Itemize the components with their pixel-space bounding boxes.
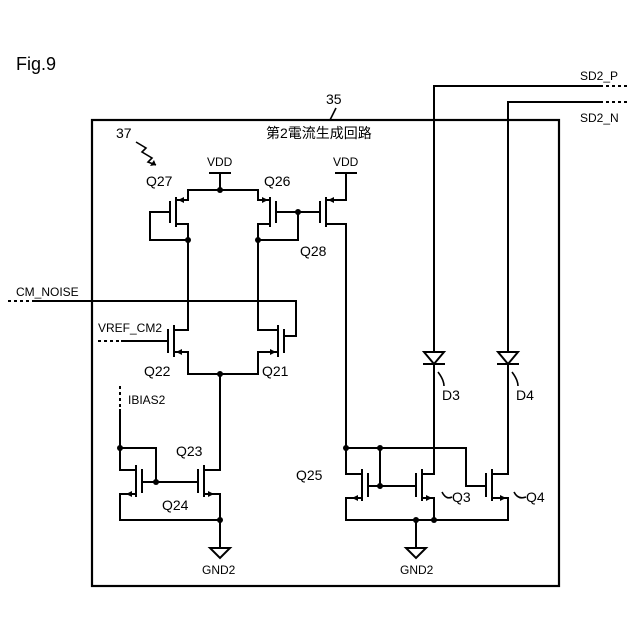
q22-arrow [176, 349, 182, 355]
q25-rail-node [377, 445, 383, 451]
q3-ground-node [431, 517, 437, 523]
d3-leader [438, 372, 444, 386]
q24-arrow [126, 491, 132, 497]
q24-label: Q24 [162, 497, 189, 513]
block-title: 第2電流生成回路 [266, 125, 372, 141]
gnd-left-label: GND2 [202, 563, 236, 577]
vdd-left-label: VDD [207, 155, 233, 169]
q4-label: Q4 [526, 489, 545, 505]
vref-label: VREF_CM2 [98, 321, 162, 335]
q28-arrow [328, 197, 334, 203]
q23-arrow [208, 491, 214, 497]
q26-gate-node [295, 209, 301, 215]
cm-noise-label: CM_NOISE [16, 285, 79, 299]
d3-label: D3 [442, 387, 460, 403]
q27-label: Q27 [146, 173, 173, 189]
right-ground-symbol [406, 548, 426, 558]
d3-body [424, 352, 444, 364]
q3-label: Q3 [452, 489, 471, 505]
d4-label: D4 [516, 387, 534, 403]
left-ground-symbol [210, 548, 230, 558]
d4-body [498, 352, 518, 364]
block-number-leader [330, 108, 336, 120]
q21-label: Q21 [262, 363, 289, 379]
d4-leader [512, 372, 518, 386]
q3-leader [442, 492, 452, 498]
sd2-n-label: SD2_N [580, 111, 619, 125]
vdd-right-label: VDD [333, 155, 359, 169]
q3-arrow [426, 495, 432, 501]
q4-arrow [500, 495, 506, 501]
gnd-right-label: GND2 [400, 563, 434, 577]
ibias-label: IBIAS2 [128, 393, 166, 407]
q26-arrow [262, 197, 268, 203]
figure-label: Fig.9 [16, 54, 56, 74]
subcircuit-ref: 37 [116, 125, 132, 141]
q23-label: Q23 [176, 443, 203, 459]
q25-arrow [352, 495, 358, 501]
q4-leader [514, 492, 526, 498]
q22-label: Q22 [144, 363, 171, 379]
q21-arrow [270, 349, 276, 355]
vdd-left-node [217, 187, 223, 193]
block-number: 35 [326, 91, 342, 107]
q26-label: Q26 [264, 173, 291, 189]
q25-label: Q25 [296, 467, 323, 483]
current-generator-block [92, 120, 559, 586]
q27-arrow [178, 197, 184, 203]
q28-label: Q28 [300, 243, 327, 259]
sd2-p-label: SD2_P [580, 69, 618, 83]
